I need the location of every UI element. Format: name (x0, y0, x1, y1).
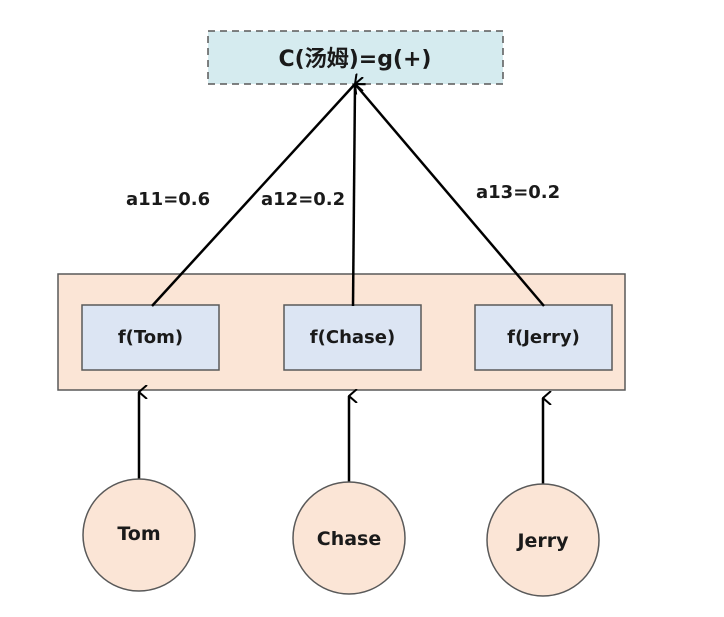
input-node-jerry (486, 483, 600, 597)
feature-box-chase (283, 304, 422, 371)
input-label-chase: Chase (317, 528, 382, 550)
weight-label-a11: a11=0.6 (126, 189, 210, 210)
weight-label-a12: a12=0.2 (261, 189, 345, 210)
feature-box-tom (81, 304, 220, 371)
output-node-label: C(汤姆)=g(+) (279, 46, 432, 72)
feature-label-chase: f(Chase) (310, 327, 395, 348)
feature-box-jerry (474, 304, 613, 371)
feature-label-tom: f(Tom) (118, 327, 183, 348)
connector-chase-to-output (351, 84, 355, 307)
input-label-jerry: Jerry (515, 530, 569, 552)
input-label-tom: Tom (117, 523, 160, 545)
input-node-chase (292, 481, 406, 595)
connector-tom-to-output (151, 84, 355, 307)
connector-jerry-to-output (355, 84, 545, 307)
input-node-tom (82, 478, 196, 592)
feature-label-jerry: f(Jerry) (507, 327, 580, 348)
weight-label-a13: a13=0.2 (476, 182, 560, 203)
